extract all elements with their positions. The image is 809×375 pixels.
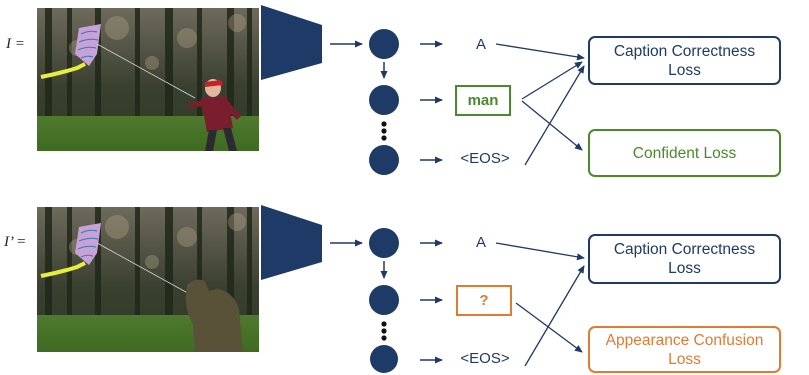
hidden-state-node-1-bottom	[369, 228, 399, 258]
arrow-unknown-to-appearance-loss	[515, 302, 583, 353]
ellipsis-dot	[381, 121, 387, 127]
arrow-a-to-caption-loss-bottom	[495, 242, 585, 261]
arrow-man-to-caption-loss-top	[521, 61, 583, 100]
token-unknown: ?	[479, 292, 489, 309]
ellipsis-dot	[381, 135, 387, 141]
confident-loss: Confident Loss	[588, 129, 781, 177]
token-man-box: man	[455, 85, 511, 116]
arrow-a-to-caption-loss-top	[495, 43, 585, 61]
token-eos-bottom: <EOS>	[460, 350, 510, 367]
arrow-man-to-confident-loss	[521, 100, 583, 151]
ellipsis-dot	[381, 328, 387, 334]
image-label-edited: I’ =	[4, 234, 27, 250]
hidden-state-node-1-top	[369, 29, 399, 59]
appearance-confusion-loss: Appearance Confusion Loss	[588, 326, 781, 373]
token-unknown-box: ?	[456, 285, 512, 316]
ellipsis-dot	[381, 128, 387, 134]
token-a-bottom: A	[475, 234, 486, 251]
cnn-label-bottom: CNN	[274, 234, 310, 251]
caption-correctness-loss-bottom: Caption Correctness Loss	[588, 234, 781, 284]
caption-correctness-loss-top: Caption Correctness Loss	[588, 36, 781, 85]
ellipsis-dot	[381, 335, 387, 341]
input-image-edited	[37, 207, 259, 352]
hidden-state-node-3-bottom	[370, 345, 398, 373]
cnn-label-top: CNN	[274, 36, 310, 53]
hidden-state-node-2-bottom	[369, 285, 399, 315]
arrow-eos-to-caption-loss-top	[524, 65, 585, 166]
token-man: man	[467, 92, 499, 109]
input-image-original	[37, 8, 259, 151]
image-label-original: I =	[6, 36, 25, 52]
ellipsis-dot	[381, 321, 387, 327]
token-a-top: A	[475, 36, 486, 53]
arrow-eos-to-caption-loss-bottom	[524, 265, 585, 367]
hidden-state-node-3-top	[369, 145, 399, 175]
hidden-state-node-2-top	[369, 85, 399, 115]
token-eos-top: <EOS>	[460, 150, 510, 167]
